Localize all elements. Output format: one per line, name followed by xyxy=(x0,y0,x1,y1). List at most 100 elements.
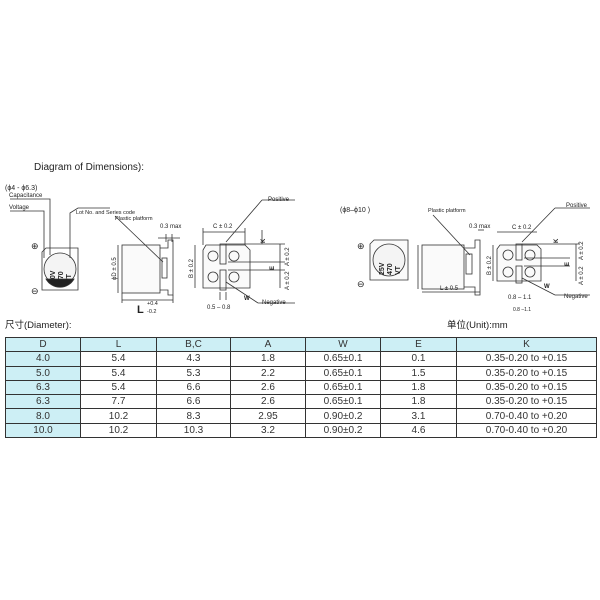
small-c-dim: C ± 0.2 xyxy=(213,224,233,230)
table-cell: 6.6 xyxy=(156,379,231,396)
table-cell: 2.6 xyxy=(230,394,306,410)
large-a-dim-top: A ± 0.2 xyxy=(579,241,585,260)
small-b-dim: B ± 0.2 xyxy=(189,258,195,278)
table-cell: 1.5 xyxy=(380,365,457,381)
small-l-letter: L xyxy=(137,304,144,316)
table-cell: 0.70-0.40 to +0.20 xyxy=(456,422,597,439)
small-negative-label: Negative xyxy=(262,300,286,306)
capacitance-label: Capacitance xyxy=(9,193,43,199)
table-cell: 10.0 xyxy=(5,422,81,439)
table-cell: 2.6 xyxy=(230,379,306,396)
large-negative-label: Negative xyxy=(564,294,588,300)
voltage-label: Voltage xyxy=(9,205,30,211)
large-positive-label: Positive xyxy=(566,203,588,209)
small-max-label: 0.3 max xyxy=(160,224,181,230)
plastic-platform-label: Plastic platform xyxy=(115,216,153,222)
table-cell: 0.70-0.40 to +0.20 xyxy=(456,408,597,424)
large-range-label: (ϕ8–ϕ10 ) xyxy=(340,207,370,214)
large-gap-dim-2: 0.8 –1.1 xyxy=(513,307,531,313)
small-d-dim: ϕD ± 0.5 xyxy=(112,257,118,280)
header-cell: K xyxy=(456,336,597,353)
table-cell: 0.90±0.2 xyxy=(305,408,381,424)
table-cell: 6.3 xyxy=(5,394,81,410)
diagram-title: Diagram of Dimensions): xyxy=(34,162,145,173)
table-cell: 4.6 xyxy=(380,422,457,439)
small-side-view xyxy=(114,215,180,303)
l-tol-minus: -0.2 xyxy=(147,309,156,315)
table-cell: 0.35-0.20 to +0.15 xyxy=(456,365,597,381)
small-range-label: (ϕ4 - ϕ6.3) xyxy=(5,185,37,192)
large-w-dim: W xyxy=(544,284,550,290)
table-cell: 5.4 xyxy=(80,365,157,381)
large-a-dim-bottom: A ± 0.2 xyxy=(579,266,585,285)
large-l-dim: L ± 0.5 xyxy=(440,286,459,292)
table-cell: 0.35-0.20 to +0.15 xyxy=(456,351,597,367)
table-cell: 5.4 xyxy=(80,351,157,367)
cap-large-capacitance: 470 xyxy=(387,263,394,275)
l-tol-plus: +0.4 xyxy=(147,301,158,307)
table-cell: 4.3 xyxy=(156,351,231,367)
table-cell: 0.65±0.1 xyxy=(305,365,381,381)
large-front-view xyxy=(492,207,590,296)
header-cell: D xyxy=(5,336,81,353)
header-cell: B,C xyxy=(156,336,231,353)
cap-small-voltage: 10V xyxy=(50,270,57,283)
table-cell: 0.90±0.2 xyxy=(305,422,381,439)
large-k-dim: K xyxy=(554,238,560,243)
large-negative-sign-icon: ⊖ xyxy=(357,279,365,289)
large-positive-sign-icon: ⊕ xyxy=(357,241,365,251)
large-b-dim: B ± 0.2 xyxy=(487,255,493,275)
lot-no-label: Lot No. and Series code xyxy=(76,210,135,216)
positive-sign-icon: ⊕ xyxy=(31,241,39,251)
table-cell: 0.65±0.1 xyxy=(305,379,381,396)
table-cell: 0.1 xyxy=(380,351,457,367)
table-cell: 2.95 xyxy=(230,408,306,424)
unit-label: 单位(Unit):mm xyxy=(447,320,508,331)
small-e-dim: E xyxy=(270,266,276,270)
table-cell: 0.35-0.20 to +0.15 xyxy=(456,379,597,396)
table-cell: 10.2 xyxy=(80,408,157,424)
small-k-dim: K xyxy=(261,238,267,243)
table-cell: 0.35-0.20 to +0.15 xyxy=(456,394,597,410)
large-plastic-platform-label: Plastic platform xyxy=(428,208,466,214)
table-cell: 6.3 xyxy=(5,379,81,396)
table-cell: 1.8 xyxy=(380,379,457,396)
table-cell: 7.7 xyxy=(80,394,157,410)
table-cell: 4.0 xyxy=(5,351,81,367)
small-a-dim-bottom: A ± 0.2 xyxy=(285,271,291,290)
small-positive-label: Positive xyxy=(268,197,290,203)
table-cell: 1.8 xyxy=(230,351,306,367)
diameter-label: 尺寸(Diameter): xyxy=(5,320,72,331)
small-top-view xyxy=(10,198,110,291)
small-front-view xyxy=(194,199,295,304)
small-gap-dim: 0.5 – 0.8 xyxy=(207,305,231,311)
small-w-dim: W xyxy=(244,296,250,302)
large-gap-dim: 0.8 – 1.1 xyxy=(508,295,532,301)
large-side-view xyxy=(417,214,484,296)
table-cell: 5.4 xyxy=(80,379,157,396)
small-a-dim-top: A ± 0.2 xyxy=(285,247,291,266)
table-cell: 6.6 xyxy=(156,394,231,410)
table-cell: 8.0 xyxy=(5,408,81,424)
cap-large-voltage: 25V xyxy=(379,262,386,275)
header-cell: E xyxy=(380,336,457,353)
header-cell: L xyxy=(80,336,157,353)
header-cell: A xyxy=(230,336,306,353)
cap-small-code: VT xyxy=(66,273,73,283)
table-cell: 10.2 xyxy=(80,422,157,439)
header-cell: W xyxy=(305,336,381,353)
table-cell: 10.3 xyxy=(156,422,231,439)
cap-small-capacitance: 470 xyxy=(58,271,65,283)
table-cell: 5.0 xyxy=(5,365,81,381)
negative-sign-icon: ⊖ xyxy=(31,286,39,296)
large-c-dim: C ± 0.2 xyxy=(512,225,532,231)
table-cell: 2.2 xyxy=(230,365,306,381)
